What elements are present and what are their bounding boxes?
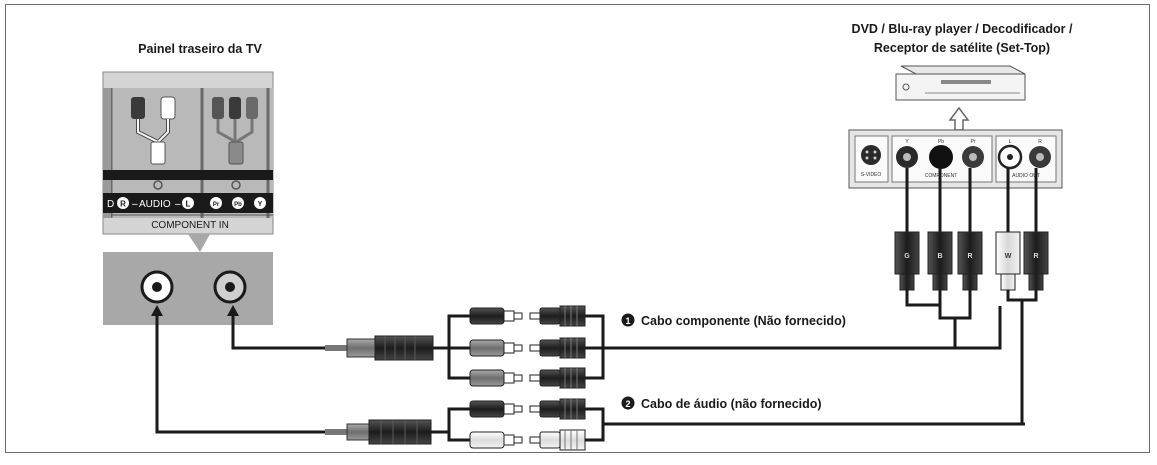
svg-text:D: D [107, 199, 114, 210]
component-stereo-plug [325, 335, 434, 361]
tv-component-in-label: COMPONENT IN [151, 220, 229, 231]
component-cable-label: 1 Cabo componente (Não fornecido) [621, 313, 846, 328]
device-wires [905, 290, 1038, 426]
plug-letter: B [937, 253, 942, 260]
y-badge: Y [254, 197, 266, 209]
svg-text:Cabo componente (Não fornecido: Cabo componente (Não fornecido) [641, 314, 846, 328]
audio-cable-label: 2 Cabo de áudio (não fornecido) [621, 396, 822, 411]
tv-panel-component-plugs-icon [212, 97, 258, 165]
component-pair-1 [469, 305, 586, 327]
svg-text:R: R [120, 200, 126, 209]
svg-text:–: – [132, 199, 138, 210]
plug-letter: W [1005, 253, 1012, 260]
tv-to-plug-wires [155, 310, 325, 434]
svg-text:Y: Y [905, 139, 909, 145]
plug-letter: R [967, 253, 972, 260]
svideo-label: S-VIDEO [861, 172, 882, 178]
zoom-pointer [188, 234, 210, 252]
arrow-up-outline-icon [948, 106, 970, 131]
component-plug-b: B [927, 168, 953, 291]
component-plug-g: G [894, 168, 920, 291]
audio-left-badge: L [182, 197, 194, 209]
arrow-up-icon [227, 305, 239, 316]
component-plug-r: R [957, 168, 983, 291]
plug-bracket [585, 314, 1025, 442]
svg-text:Pb: Pb [938, 139, 944, 145]
svg-text:Y: Y [258, 201, 263, 208]
splitter-tails [431, 314, 470, 442]
plug-letter: G [904, 253, 910, 260]
audio-plug-r: R [1023, 168, 1049, 291]
svg-text:Pr: Pr [971, 139, 976, 145]
svg-text:Cabo de áudio (não fornecido): Cabo de áudio (não fornecido) [641, 397, 822, 411]
component-pair-2 [469, 337, 586, 359]
pr-badge: Pr [210, 197, 222, 209]
plug-letter: R [1033, 253, 1038, 260]
svg-text:L: L [186, 200, 191, 209]
audio-pair-2 [469, 429, 586, 451]
device-title-line1: DVD / Blu-ray player / Decodificador / [852, 22, 1073, 36]
tv-rear-panel: D R – AUDIO – L Pr Pb Y COMPONENT IN [102, 71, 274, 235]
rca-plug-pairs [469, 305, 586, 451]
tv-audio-jack-closeup [103, 252, 273, 325]
dvd-player-icon [895, 65, 1026, 101]
svideo-jack[interactable] [861, 145, 881, 165]
tv-panel-title: Painel traseiro da TV [138, 42, 262, 56]
audio-stereo-plug [325, 419, 432, 445]
audio-pair-1 [469, 398, 586, 420]
arrow-up-icon [151, 305, 163, 316]
svg-text:2: 2 [625, 399, 630, 409]
device-pb-jack[interactable] [929, 145, 953, 169]
svg-text:Pr: Pr [213, 202, 220, 208]
svg-text:Pb: Pb [234, 202, 242, 208]
device-title-line2: Receptor de satélite (Set-Top) [874, 41, 1050, 55]
audio-right-badge: R [117, 197, 129, 209]
svg-text:–: – [175, 199, 181, 210]
svg-text:1: 1 [625, 316, 630, 326]
device-rear-panel: S-VIDEO Y Pb Pr COMPONENT L R AUDIO OUT [848, 129, 1063, 189]
pb-badge: Pb [232, 197, 244, 209]
svg-text:R: R [1038, 139, 1042, 145]
device-audio-out-label: AUDIO OUT [1012, 173, 1040, 179]
component-pair-3 [469, 367, 586, 389]
tv-panel-audio-plugs-icon [131, 96, 176, 165]
tv-audio-label: AUDIO [139, 199, 171, 210]
svg-text:L: L [1009, 139, 1012, 145]
